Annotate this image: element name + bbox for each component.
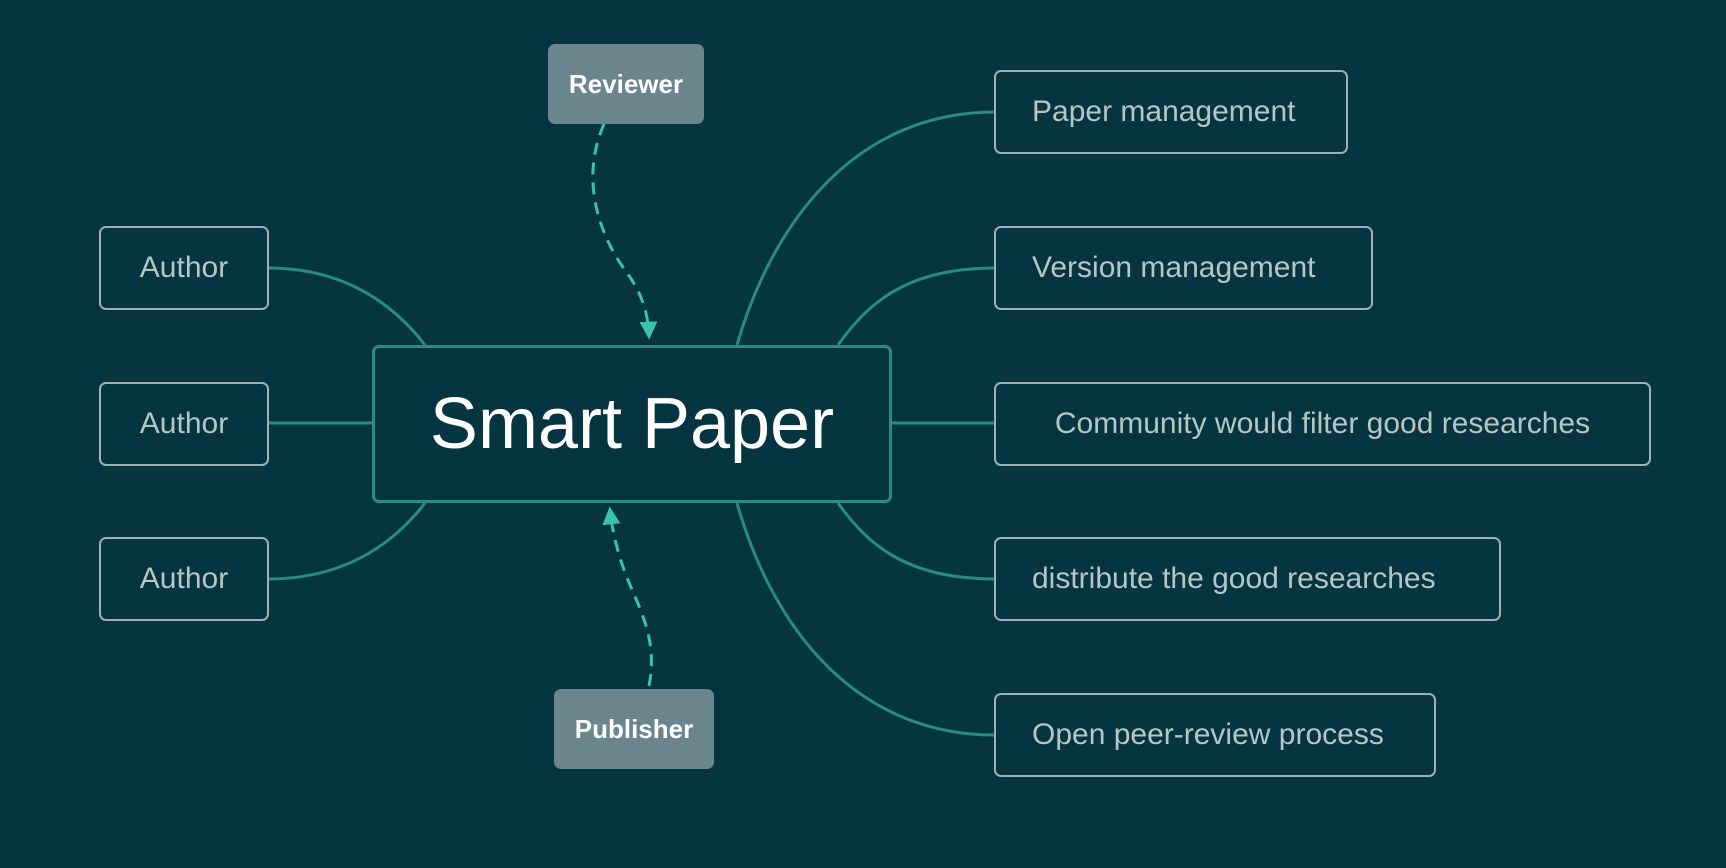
central-label: Smart Paper: [429, 384, 835, 464]
central-node[interactable]: Smart Paper: [372, 345, 892, 503]
feature-node-peer-review[interactable]: Open peer-review process: [994, 693, 1436, 777]
feature-node-community-filter[interactable]: Community would filter good researches: [994, 382, 1651, 466]
feature-node-distribute[interactable]: distribute the good researches: [994, 537, 1501, 621]
feature-1-connector: [735, 110, 996, 346]
feature-label: Version management: [1032, 251, 1316, 284]
author-node[interactable]: Author: [99, 226, 269, 310]
feature-label: distribute the good researches: [1032, 562, 1436, 595]
feature-label: Open peer-review process: [1032, 718, 1384, 751]
feature-5-connector: [735, 502, 996, 737]
reviewer-node[interactable]: Reviewer: [548, 44, 704, 124]
feature-label: Community would filter good researches: [1054, 407, 1591, 440]
reviewer-label: Reviewer: [568, 68, 684, 99]
feature-label: Paper management: [1032, 95, 1296, 128]
feature-node-version-management[interactable]: Version management: [994, 226, 1373, 310]
author-node[interactable]: Author: [99, 382, 269, 466]
author-label: Author: [139, 407, 229, 440]
publisher-node[interactable]: Publisher: [554, 689, 714, 769]
author-label: Author: [139, 251, 229, 284]
publisher-label: Publisher: [574, 713, 694, 744]
reviewer-arrow: [591, 123, 658, 340]
author-label: Author: [139, 562, 229, 595]
publisher-arrow: [602, 506, 653, 687]
author-1-connector: [267, 266, 427, 346]
author-3-connector: [267, 502, 427, 581]
feature-node-paper-management[interactable]: Paper management: [994, 70, 1348, 154]
feature-4-connector: [836, 502, 996, 581]
author-node[interactable]: Author: [99, 537, 269, 621]
feature-2-connector: [836, 266, 996, 346]
